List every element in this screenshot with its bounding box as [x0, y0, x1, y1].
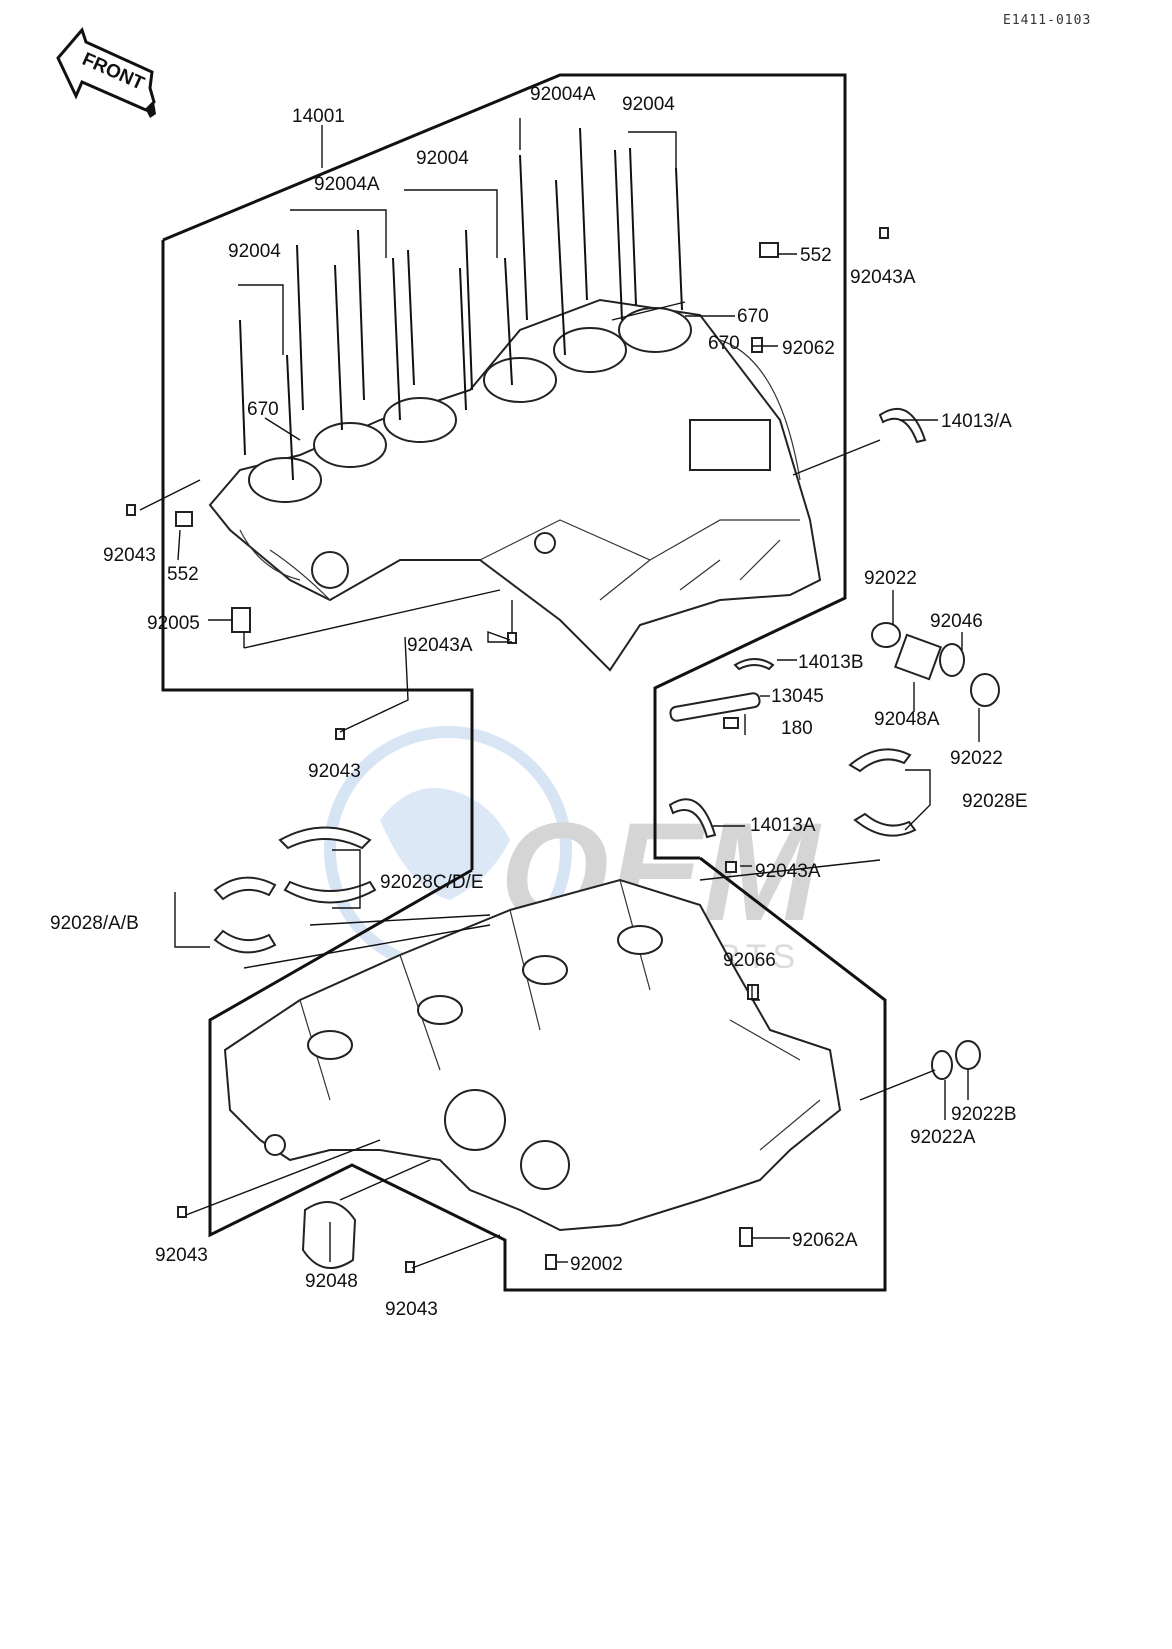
- leader-lines: [139, 118, 980, 1269]
- callout-92043-bottom: 92043: [385, 1299, 438, 1320]
- callout-14013a-right: 14013/A: [941, 411, 1012, 432]
- callout-92062a: 92062A: [792, 1230, 858, 1251]
- callout-92048a: 92048A: [874, 709, 940, 730]
- callout-180: 180: [781, 718, 813, 739]
- callout-92004-top-right: 92004: [622, 94, 675, 115]
- callout-92028e: 92028E: [962, 791, 1028, 812]
- callout-92028cde: 92028C/D/E: [380, 872, 484, 893]
- callout-670-left: 670: [247, 399, 279, 420]
- upper-case-frame: [162, 73, 847, 860]
- callout-13045: 13045: [771, 686, 824, 707]
- lower-crankcase-part: [223, 878, 842, 1232]
- callout-14013a-mid: 14013A: [750, 815, 816, 836]
- callout-92022b: 92022B: [951, 1104, 1017, 1125]
- cylinder-studs: [239, 127, 683, 481]
- callout-552-left: 552: [167, 564, 199, 585]
- callout-670-b: 670: [708, 333, 740, 354]
- callout-92004a-top: 92004A: [530, 84, 596, 105]
- lower-case-frame: [208, 856, 887, 1292]
- drawing-code: E1411-0103: [1003, 13, 1091, 28]
- callout-14013b: 14013B: [798, 652, 864, 673]
- callout-92043-left: 92043: [103, 545, 156, 566]
- callout-92004-mid: 92004: [416, 148, 469, 169]
- callout-92022-top: 92022: [864, 568, 917, 589]
- part-callouts: 14001 92004A 92004 92004 92004A 92004 55…: [50, 84, 1028, 1320]
- callout-670-a: 670: [737, 306, 769, 327]
- callout-14001: 14001: [292, 106, 345, 127]
- callout-92062: 92062: [782, 338, 835, 359]
- callout-92048: 92048: [305, 1271, 358, 1292]
- callout-92043-center: 92043: [308, 761, 361, 782]
- callout-92043a-low: 92043A: [755, 861, 821, 882]
- callout-92005: 92005: [147, 613, 200, 634]
- collar-and-bearing-parts: [126, 227, 1000, 1273]
- callout-92004-left: 92004: [228, 241, 281, 262]
- callout-92022a: 92022A: [910, 1127, 976, 1148]
- front-arrow-icon: FRONT: [56, 27, 156, 118]
- callout-92043-bottom-left: 92043: [155, 1245, 208, 1266]
- callout-92043a-top-right: 92043A: [850, 267, 916, 288]
- callout-92002: 92002: [570, 1254, 623, 1275]
- bearing-shells: [213, 407, 927, 954]
- callout-92043a-mid: 92043A: [407, 635, 473, 656]
- upper-crankcase-part: [208, 298, 822, 672]
- callout-552-right: 552: [800, 245, 832, 266]
- callout-92028ab: 92028/A/B: [50, 913, 139, 934]
- callout-92066: 92066: [723, 950, 776, 971]
- upper-case-frame-left: [161, 240, 474, 870]
- callout-92046: 92046: [930, 611, 983, 632]
- callout-92004a-mid: 92004A: [314, 174, 380, 195]
- callout-92022-bottom: 92022: [950, 748, 1003, 769]
